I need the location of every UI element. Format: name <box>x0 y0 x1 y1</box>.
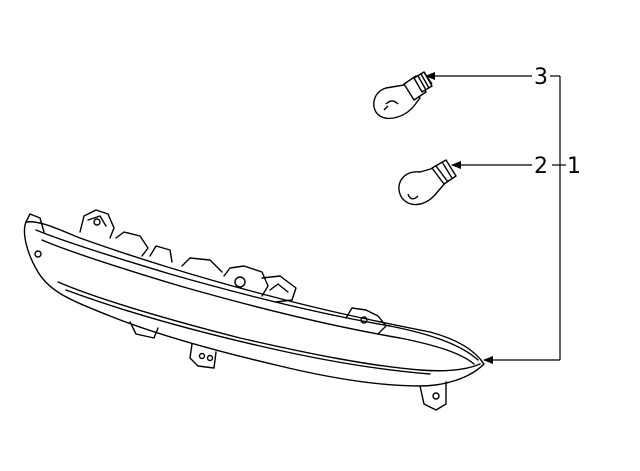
callout-3: 3 <box>534 65 548 90</box>
bulb-2-drawing <box>398 159 457 206</box>
bulb-3-drawing <box>373 71 433 120</box>
callout-1: 1 <box>567 154 581 179</box>
leader-lines <box>425 72 566 364</box>
callout-2: 2 <box>534 154 548 179</box>
lamp-housing-drawing <box>23 209 485 411</box>
